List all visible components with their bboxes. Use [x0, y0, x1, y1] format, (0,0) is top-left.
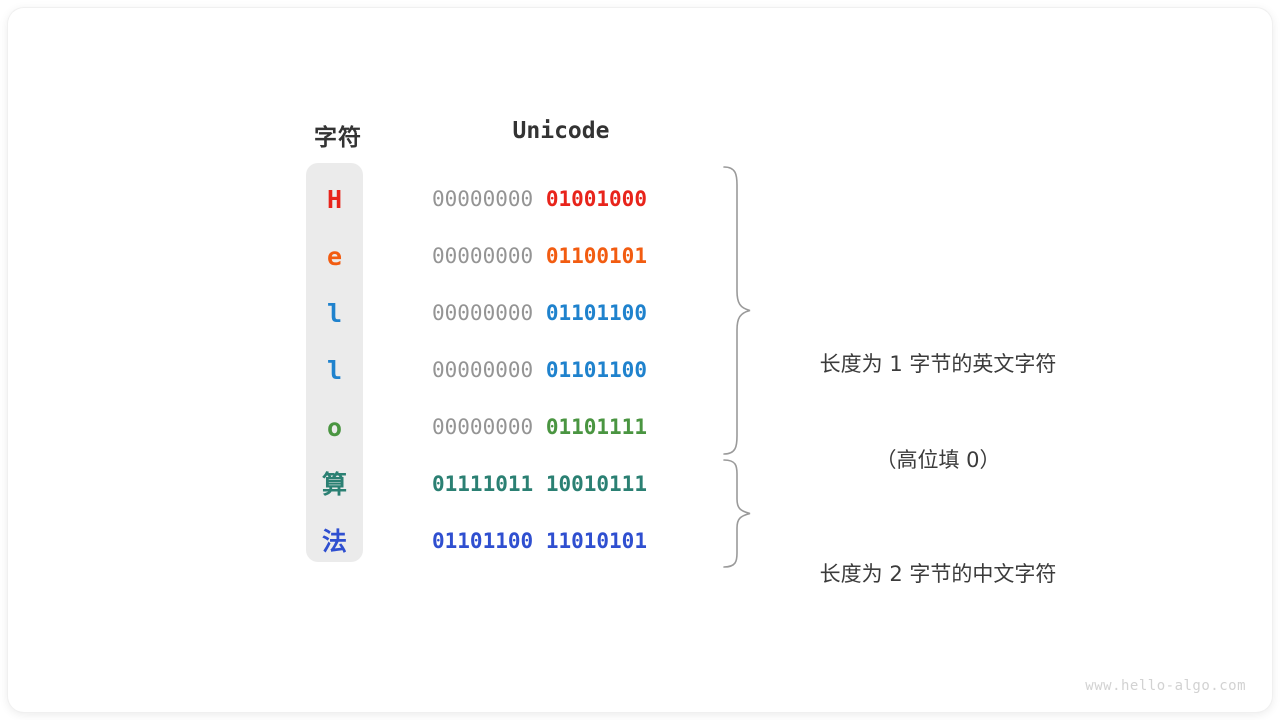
column-header-unicode: Unicode: [512, 118, 610, 144]
character-column-background: [306, 163, 363, 562]
binary-high-byte: 00000000: [432, 301, 534, 325]
character-glyph: e: [326, 242, 343, 271]
character-glyph: o: [326, 413, 343, 442]
character-glyph: H: [326, 185, 343, 214]
binary-high-byte: 00000000: [432, 415, 534, 439]
brace-english-group: [723, 166, 751, 455]
annotation-english-line1: 长度为 1 字节的英文字符: [819, 352, 1057, 376]
binary-code: 00000000 01001000: [432, 171, 690, 228]
binary-code: 00000000 01100101: [432, 228, 690, 285]
column-header-character: 字符: [314, 124, 362, 150]
annotation-chinese-group: 长度为 2 字节的中文字符: [768, 494, 1108, 654]
encoding-row: l 00000000 01101100: [8, 342, 1272, 399]
binary-low-byte: 11010101: [545, 529, 647, 553]
binary-low-byte: 01100101: [545, 244, 647, 268]
character-glyph: l: [326, 356, 343, 385]
binary-code: 00000000 01101111: [432, 399, 690, 456]
binary-low-byte: 01101100: [545, 301, 647, 325]
binary-high-byte: 01101100: [432, 529, 534, 553]
encoding-row: e 00000000 01100101: [8, 228, 1272, 285]
character-glyph: l: [326, 299, 343, 328]
binary-code: 01101100 11010101: [432, 513, 690, 570]
binary-high-byte: 00000000: [432, 244, 534, 268]
encoding-row: l 00000000 01101100: [8, 285, 1272, 342]
binary-low-byte: 01001000: [545, 187, 647, 211]
binary-high-byte: 00000000: [432, 358, 534, 382]
binary-code: 00000000 01101100: [432, 285, 690, 342]
binary-high-byte: 00000000: [432, 187, 534, 211]
annotation-english-group: 长度为 1 字节的英文字符 （高位填 0）: [768, 284, 1108, 540]
encoding-row: 算 01111011 10010111: [8, 456, 1272, 513]
binary-high-byte: 01111011: [432, 472, 534, 496]
unicode-encoding-diagram: 字符 Unicode H 00000000 01001000 e 00000000 0…: [8, 8, 1272, 712]
character-glyph: 法: [321, 527, 347, 556]
site-watermark: www.hello-algo.com: [1085, 678, 1246, 694]
encoding-row: H 00000000 01001000: [8, 171, 1272, 228]
figure-card: 字符 Unicode H 00000000 01001000 e 00000000 0…: [8, 8, 1272, 712]
annotation-chinese-line1: 长度为 2 字节的中文字符: [819, 562, 1057, 586]
binary-low-byte: 01101111: [545, 415, 647, 439]
brace-chinese-group: [723, 459, 751, 568]
character-glyph: 算: [321, 470, 347, 499]
binary-low-byte: 10010111: [545, 472, 647, 496]
binary-code: 01111011 10010111: [432, 456, 690, 513]
binary-low-byte: 01101100: [545, 358, 647, 382]
annotation-english-line2: （高位填 0）: [875, 448, 1001, 472]
encoding-row: 法 01101100 11010101: [8, 513, 1272, 570]
encoding-row: o 00000000 01101111: [8, 399, 1272, 456]
binary-code: 00000000 01101100: [432, 342, 690, 399]
